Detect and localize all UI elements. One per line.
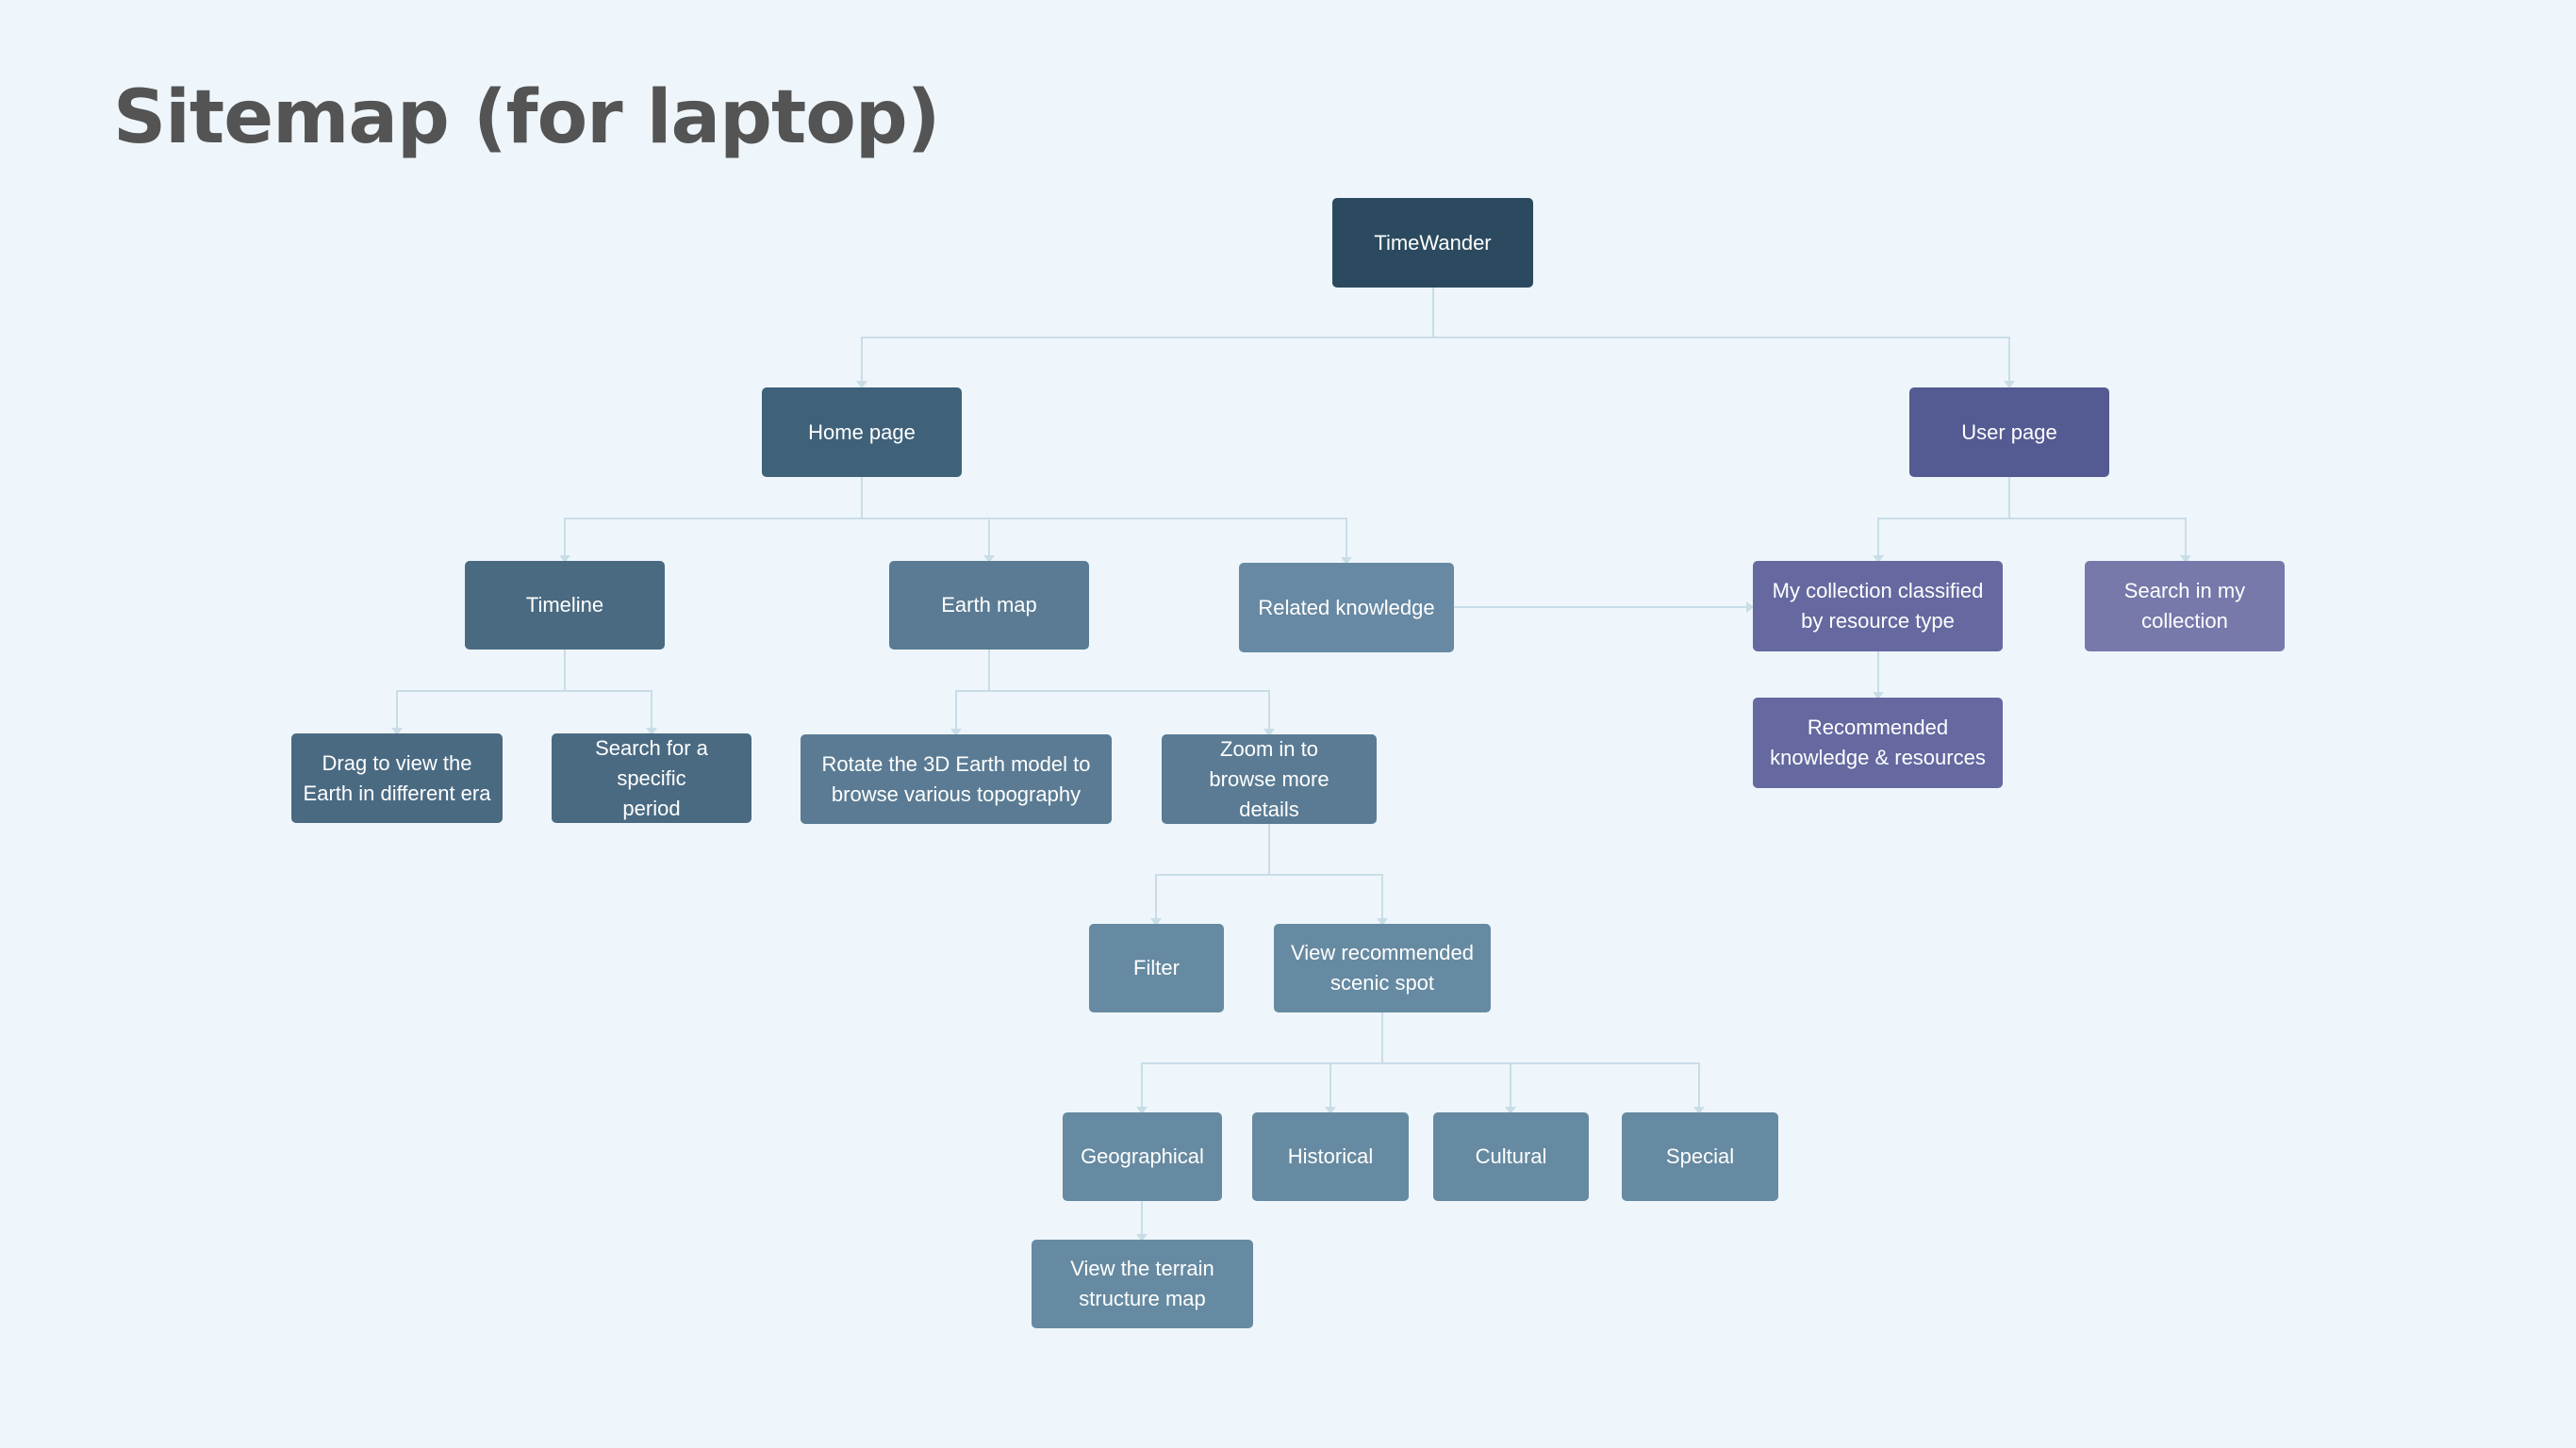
node-special[interactable]: Special: [1622, 1112, 1778, 1201]
node-timeline[interactable]: Timeline: [465, 561, 665, 650]
node-drag-era[interactable]: Drag to view the Earth in different era: [291, 733, 503, 823]
node-historical[interactable]: Historical: [1252, 1112, 1409, 1201]
node-rotate-earth[interactable]: Rotate the 3D Earth model to browse vari…: [801, 734, 1112, 824]
node-filter[interactable]: Filter: [1089, 924, 1224, 1012]
node-zoom-details[interactable]: Zoom in to browse more details: [1162, 734, 1377, 824]
node-timewander[interactable]: TimeWander: [1332, 198, 1533, 288]
node-earth-map[interactable]: Earth map: [889, 561, 1089, 650]
node-user-page[interactable]: User page: [1909, 387, 2109, 477]
page-title: Sitemap (for laptop): [113, 75, 940, 160]
node-recommended-resources[interactable]: Recommended knowledge & resources: [1753, 698, 2003, 788]
node-terrain-map[interactable]: View the terrain structure map: [1032, 1240, 1253, 1328]
node-cultural[interactable]: Cultural: [1433, 1112, 1589, 1201]
node-home-page[interactable]: Home page: [762, 387, 962, 477]
node-geographical[interactable]: Geographical: [1063, 1112, 1222, 1201]
node-view-scenic-spot[interactable]: View recommended scenic spot: [1274, 924, 1491, 1012]
node-search-period[interactable]: Search for a specific period: [552, 733, 751, 823]
node-related-knowledge[interactable]: Related knowledge: [1239, 563, 1454, 652]
node-search-collection[interactable]: Search in my collection: [2085, 561, 2285, 651]
node-my-collection[interactable]: My collection classified by resource typ…: [1753, 561, 2003, 651]
